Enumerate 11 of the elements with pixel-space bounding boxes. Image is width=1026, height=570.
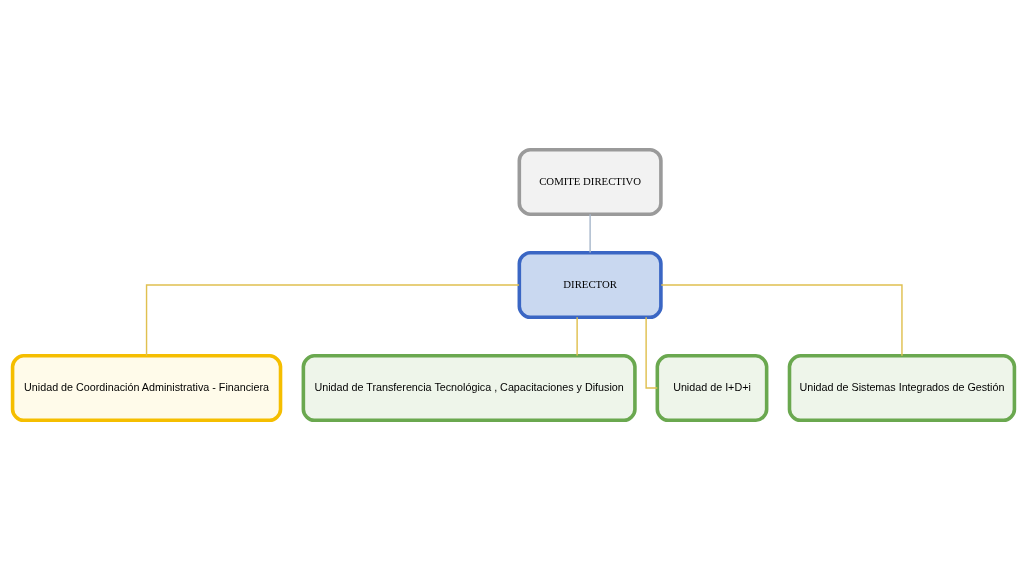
connector [575,316,578,357]
node-box: DIRECTOR [517,250,663,320]
connector [644,316,658,389]
node-box: Unidad de I+D+i [655,354,768,423]
node-box: Unidad de Transferencia Tecnológica , Capacitaciones y Difusion [301,354,637,423]
node-box: Unidad de Sistemas Integrados de Gestión [787,354,1016,423]
connector [588,213,591,254]
node-box: COMITE DIRECTIVO [517,147,663,216]
node-box: Unidad de Coordinación Administrativa - Financiera [10,354,282,423]
connector [145,284,520,357]
connector [660,284,903,357]
